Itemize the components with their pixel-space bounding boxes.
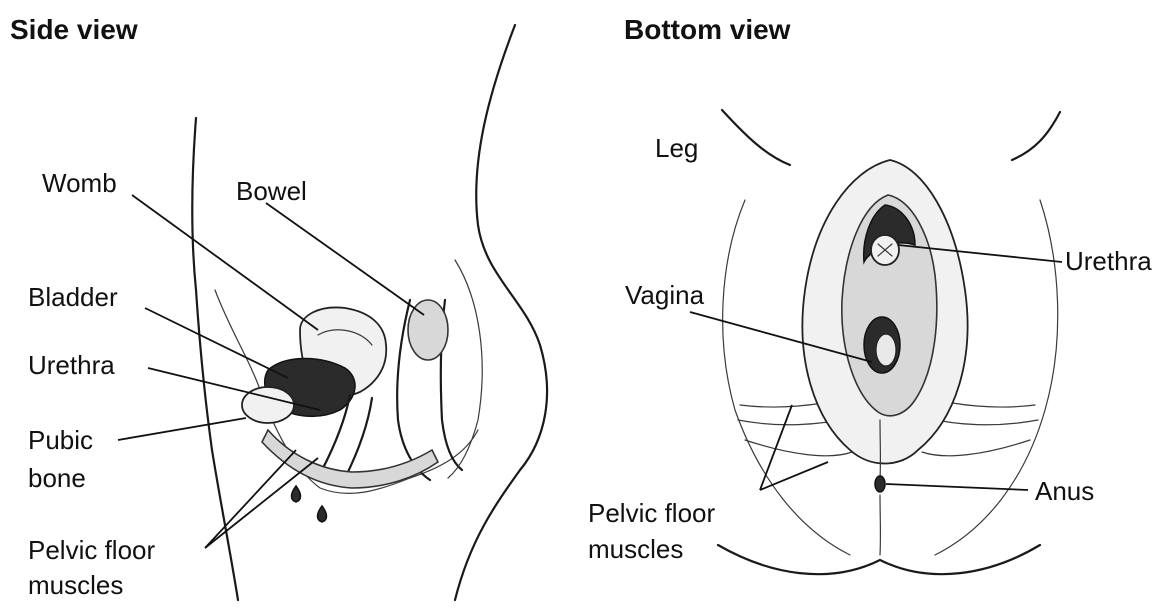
bottom-muscle-left-3 xyxy=(745,440,852,456)
leader-bottom-pelvic-floor-1 xyxy=(760,405,792,490)
label-bottom-urethra: Urethra xyxy=(1065,246,1152,276)
side-view-title: Side view xyxy=(10,14,138,46)
leader-womb xyxy=(132,195,318,330)
label-bladder: Bladder xyxy=(28,282,118,312)
bottom-buttocks-right xyxy=(880,545,1040,574)
bottom-buttocks-left xyxy=(718,545,880,574)
side-droplet-1 xyxy=(292,486,301,502)
bottom-view-title: Bottom view xyxy=(624,14,790,46)
label-pubic-bone-line2: bone xyxy=(28,463,86,493)
bottom-right-leg-crease xyxy=(1012,112,1060,160)
label-pubic-bone-line1: Pubic xyxy=(28,425,93,455)
label-bowel: Bowel xyxy=(236,176,307,206)
label-bottom-pelvic-floor-line1: Pelvic floor xyxy=(588,498,715,528)
label-bottom-pelvic-floor-line2: muscles xyxy=(588,534,683,564)
leader-side-pelvic-floor-1 xyxy=(205,450,296,548)
bottom-left-leg-crease xyxy=(722,110,790,165)
leader-bowel xyxy=(266,203,424,315)
side-body-back-outline xyxy=(455,25,547,600)
label-side-pelvic-floor-line1: Pelvic floor xyxy=(28,535,155,565)
bottom-view-illustration xyxy=(718,110,1060,574)
leader-bottom-pelvic-floor-2 xyxy=(760,462,828,490)
label-vagina: Vagina xyxy=(625,280,704,310)
side-vaginal-canal-2 xyxy=(345,398,372,478)
label-leg: Leg xyxy=(655,133,698,163)
bottom-anus-shape xyxy=(875,476,885,492)
leader-pubic-bone xyxy=(118,418,246,440)
side-sacrum xyxy=(448,260,482,478)
side-view-illustration xyxy=(192,25,547,600)
leader-anus xyxy=(886,484,1028,490)
label-anus: Anus xyxy=(1035,476,1094,506)
label-side-urethra: Urethra xyxy=(28,350,115,380)
label-side-pelvic-floor-line2: muscles xyxy=(28,570,123,600)
label-womb: Womb xyxy=(42,168,117,198)
side-droplet-2 xyxy=(318,506,327,522)
bottom-muscle-right-3 xyxy=(922,440,1030,456)
leader-bladder xyxy=(145,308,288,378)
bottom-vagina-highlight xyxy=(876,334,896,366)
